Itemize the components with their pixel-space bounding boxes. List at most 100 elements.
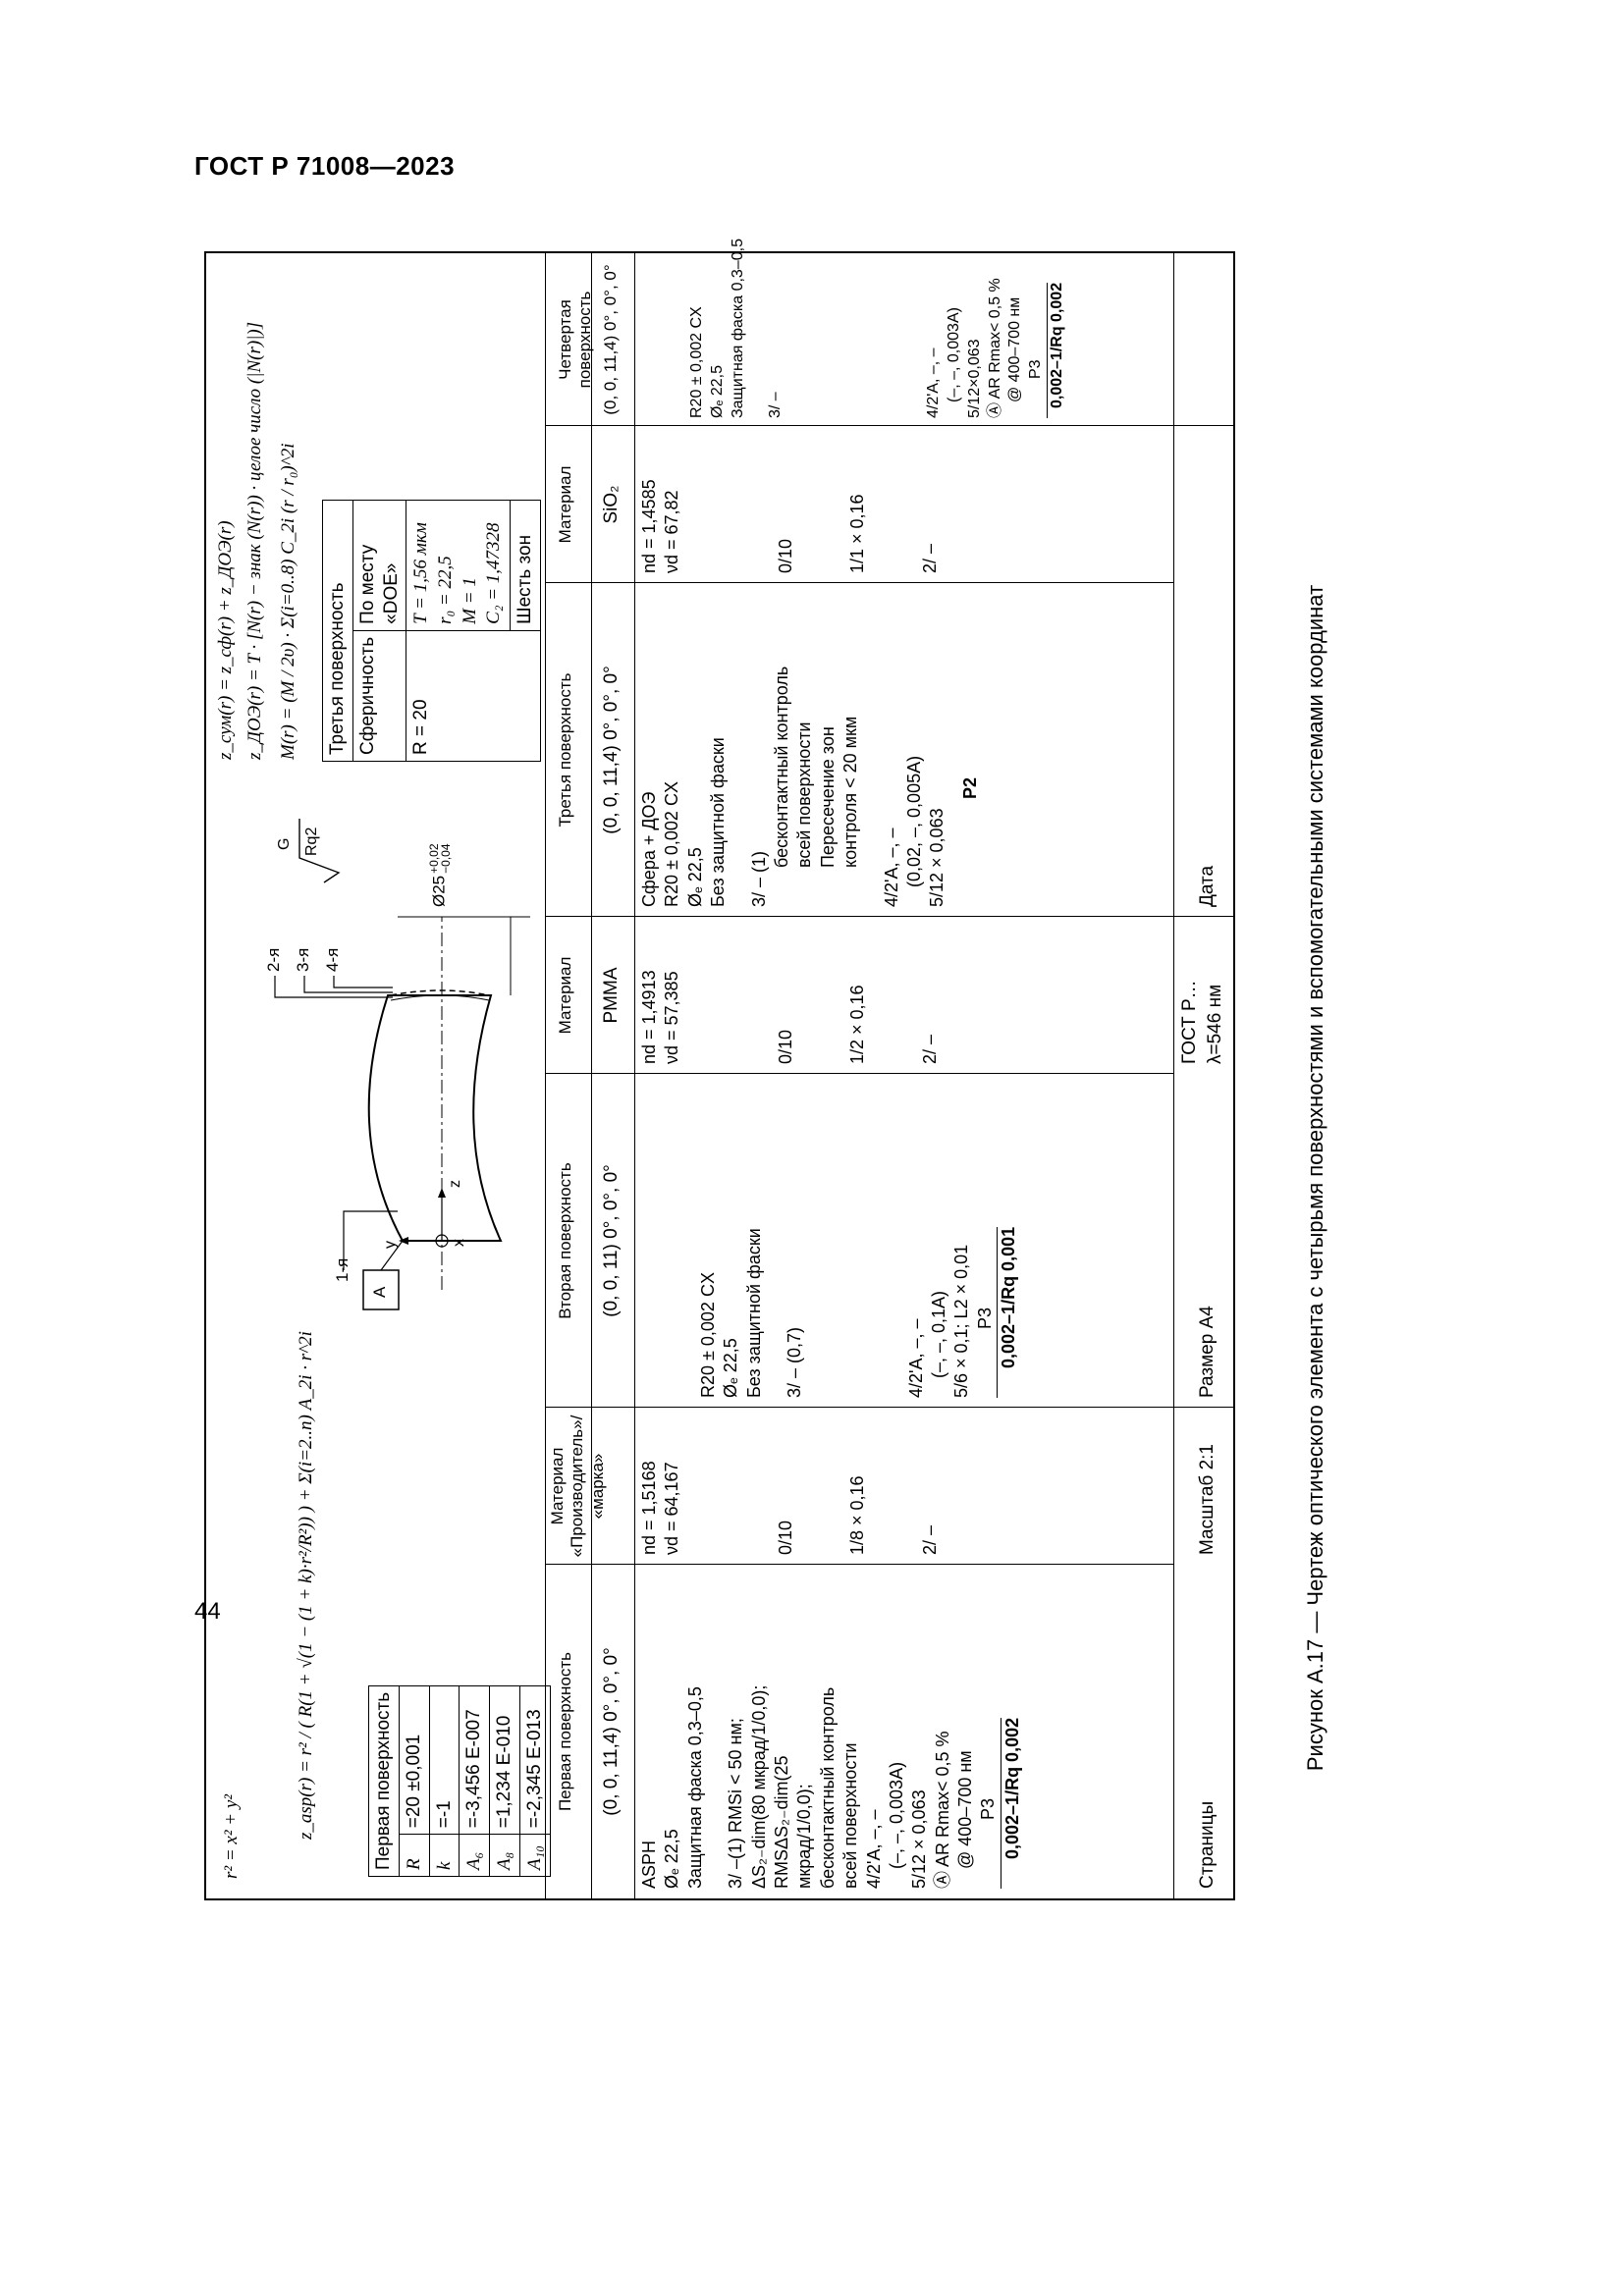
material-3-spec: nd = 1,4585 νd = 67,82 0/10 1/1 × 0,16 2… <box>638 479 942 573</box>
spec-line: 2/ – <box>919 1524 940 1555</box>
spec-line: Сфера + ДОЭ <box>639 791 659 907</box>
spec-line: @ 400–700 нм <box>1006 296 1024 402</box>
spec-line: 3/ – <box>767 392 785 418</box>
spec-line: Øₑ 22,5 <box>721 1338 741 1398</box>
surface-1-spec: ASPH Øₑ 22,5 Защитная фаска 0,3–0,5 3/ –… <box>638 1685 1025 1889</box>
sphericity-value: R = 20 <box>406 630 541 762</box>
surface-3-spec: Сфера + ДОЭ R20 ± 0,002 CX Øₑ 22,5 Без з… <box>638 667 982 907</box>
spec-line: 0/10 <box>775 538 795 573</box>
doe-head: По месту «DOE» <box>352 500 406 631</box>
spec-line: 4/2'A, –, – <box>925 347 943 418</box>
title-pages: Страницы <box>1197 1800 1218 1889</box>
axis-x-label: x <box>451 1239 467 1247</box>
param-symbol: k <box>429 1834 460 1877</box>
diameter-dimension: Ø25+0,02−0,04 <box>427 843 453 907</box>
finish-p2: P2 <box>959 776 980 799</box>
param-value: =20 ±0,001 <box>399 1685 429 1835</box>
spec-line: R20 ± 0,002 CX <box>688 306 705 418</box>
spec-line: всей поверхности <box>840 1742 861 1889</box>
col-divider <box>545 1564 1173 1565</box>
page-number: 44 <box>194 1598 221 1625</box>
param-value: =-3,456 E-007 <box>459 1685 490 1835</box>
spec-line: (–, –, 0,003A) <box>945 307 962 402</box>
title-scale: Масштаб 2:1 <box>1197 1444 1218 1555</box>
material-pmma: PMMA <box>601 967 622 1024</box>
spec-line: Без защитной фаски <box>708 737 729 907</box>
spec-line: Ⓐ AR Rmax< 0,5 % <box>986 278 1003 418</box>
third-surface-box-title: Третья поверхность <box>322 500 353 762</box>
figure-caption: Рисунок А.17 — Чертеж оптического элемен… <box>1303 584 1327 1772</box>
axis-y-label: y <box>382 1241 399 1249</box>
drawing-frame: r² = x² + y² z_asp(r) = r² / ( R(1 + √(1… <box>204 239 1235 1900</box>
table-top-rule <box>545 253 546 1898</box>
header-material-2: Материал <box>556 956 574 1035</box>
col-divider <box>545 582 1173 583</box>
doe-value: r₀ = 22,5 <box>434 556 456 624</box>
header-rule <box>591 253 592 1898</box>
title-divider <box>1173 916 1235 917</box>
spec-line: контроля < 20 мкм <box>840 716 861 868</box>
param-symbol: R <box>399 1834 429 1877</box>
spec-line: 0/10 <box>775 1029 795 1064</box>
param-value: =1,234 E-010 <box>489 1685 520 1835</box>
title-size: Размер A4 <box>1197 1306 1218 1398</box>
material-1-spec: nd = 1,5168 νd = 64,167 0/10 1/8 × 0,16 … <box>638 1461 942 1555</box>
first-surface-box: Первая поверхность R=20 ±0,001 k=-1 A₆=-… <box>368 1685 551 1877</box>
surface-label-3: 3-я <box>294 947 312 972</box>
spec-line: nd = 1,4913 <box>639 970 659 1064</box>
header-surface-4: Четвертая поверхность <box>556 291 595 389</box>
spec-line: 5/12 × 0,063 <box>927 808 947 907</box>
spec-line: 1/1 × 0,16 <box>847 494 868 573</box>
finish-p3: P3 <box>978 1797 999 1820</box>
spec-line: 3/ – (1) <box>748 850 769 907</box>
title-block-rule <box>1173 253 1174 1898</box>
spec-line: 5/12 × 0,063 <box>909 1789 930 1889</box>
formula-r2: r² = x² + y² <box>221 1794 242 1879</box>
surface-label-1: 1-я <box>333 1257 352 1282</box>
doe-value: T = 1,56 мкм <box>410 522 432 624</box>
spec-line: νd = 57,385 <box>662 971 682 1064</box>
spec-line: Пересечение зон <box>817 726 838 868</box>
surface-4-spec: R20 ± 0,002 CX Øₑ 22,5 Защитная фаска 0,… <box>687 239 1068 418</box>
diameter-base: Ø25 <box>429 875 449 907</box>
spec-line: R20 ± 0,002 CX <box>662 781 682 907</box>
spec-line: νd = 64,167 <box>662 1462 682 1555</box>
spec-line: Øₑ 22,5 <box>708 365 726 418</box>
finish-p3: P3 <box>974 1307 995 1329</box>
header-material-3: Материал <box>556 465 574 544</box>
spec-line: R20 ± 0,002 CX <box>698 1272 718 1398</box>
header-surface-1: Первая поверхность <box>556 1651 574 1812</box>
material-sio2: SiO₂ <box>601 485 622 524</box>
spec-line: RMSΔS₂₋dim(25 <box>771 1755 791 1889</box>
spec-line: 2/ – <box>919 543 940 573</box>
finish-rq: 0,002–1/Rq 0,001 <box>997 1226 1021 1398</box>
header-material-1: Материал «Производитель»/ «марка» <box>548 1415 607 1558</box>
lens-drawing <box>274 819 530 1310</box>
param-symbol: A₆ <box>459 1834 490 1877</box>
spec-line: (–, –, 0,003A) <box>886 1761 906 1869</box>
spec-line: всей поверхности <box>794 721 815 868</box>
spec-line: 4/2'A, –, – <box>881 828 901 908</box>
diameter-lower-tol: −0,04 <box>439 843 453 874</box>
spec-line: 1/2 × 0,16 <box>847 985 868 1064</box>
col-divider <box>545 1073 1173 1074</box>
formula-zdoe: z_ДОЭ(r) = T · [N(r) − знак (N(r)) · цел… <box>244 321 265 760</box>
doe-value: M = 1 <box>459 577 480 624</box>
spec-line: Øₑ 22,5 <box>684 847 705 907</box>
spec-line: @ 400–700 нм <box>955 1750 976 1869</box>
third-surface-box: Третья поверхность Сферичность По месту … <box>322 500 541 762</box>
col-divider <box>545 916 1173 917</box>
title-wavelength: λ=546 нм <box>1205 984 1225 1064</box>
spec-line: ASPH <box>639 1840 659 1889</box>
spec-line: 4/2'A, –, – <box>905 1318 926 1399</box>
finish-rq: 0,002–1/Rq 0,002 <box>1000 1717 1025 1889</box>
surface-2-spec: R20 ± 0,002 CX Øₑ 22,5 Без защитной фаск… <box>697 1226 1021 1399</box>
col-divider <box>545 425 1173 426</box>
spec-line: Øₑ 22,5 <box>662 1829 682 1889</box>
sphericity-head: Сферичность <box>352 630 406 762</box>
spec-line: Без защитной фаски <box>743 1228 764 1398</box>
surface-label-4: 4-я <box>323 947 342 972</box>
first-surface-box-title: Первая поверхность <box>368 1685 400 1877</box>
spec-line: (0,02, –, 0,005A) <box>903 755 924 887</box>
finish-rq: 0,002–1/Rq 0,002 <box>1046 282 1068 418</box>
